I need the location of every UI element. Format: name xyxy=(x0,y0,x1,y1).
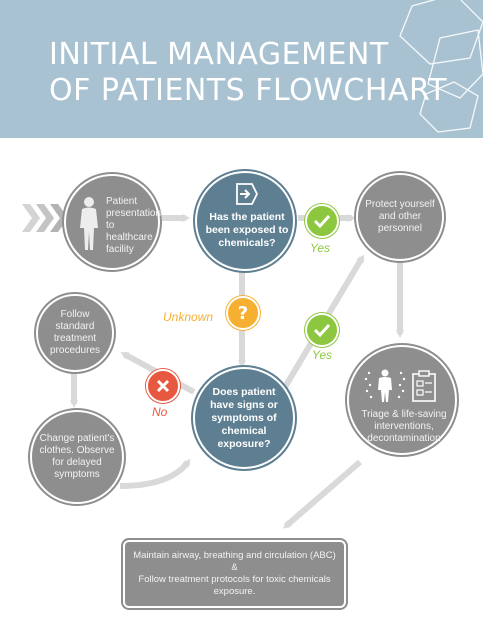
no-cross-badge xyxy=(146,369,180,403)
yes-label-2: Yes xyxy=(312,348,333,362)
dots-decoration-icon xyxy=(397,371,406,399)
arrow-triage-to-box xyxy=(282,459,362,529)
node-protect-personnel: Protect yourself and other personnel xyxy=(356,173,444,261)
final-line-3: Follow treatment protocols for toxic che… xyxy=(138,574,331,597)
checkmark-icon xyxy=(313,214,331,228)
final-line-1: Maintain airway, breathing and circulati… xyxy=(133,550,336,561)
node-signs-question: Does patient have signs or symptoms of c… xyxy=(193,367,295,469)
node-standard-text: Follow standard treatment procedures xyxy=(49,309,101,356)
person-silhouette-icon xyxy=(378,369,392,402)
entry-arrow-icon xyxy=(236,183,258,205)
person-silhouette-icon xyxy=(80,197,98,250)
final-line-2: & xyxy=(231,562,238,573)
node-triage: Triage & life-saving interventions, deco… xyxy=(347,345,457,455)
node-triage-text: Triage & life-saving interventions, deco… xyxy=(361,409,447,444)
question-mark-icon: ? xyxy=(237,302,249,324)
yes-check-badge xyxy=(305,204,339,238)
unknown-question-badge: ? xyxy=(226,296,260,330)
node-patient-presentation: Patient presentation to healthcare facil… xyxy=(64,174,162,270)
node-signs-text: Does patient have signs or symptoms of c… xyxy=(210,385,278,450)
header-banner: INITIAL MANAGEMENT OF PATIENTS FLOWCHART xyxy=(0,0,483,138)
checkmark-icon xyxy=(313,323,331,337)
dots-decoration-icon xyxy=(364,371,373,399)
node-change-text: Change patient's clothes. Observe for de… xyxy=(39,433,115,480)
node-protect-text: Protect yourself and other personnel xyxy=(365,199,435,234)
arrow-change-to-signs xyxy=(119,458,191,489)
triage-clipboard-icon xyxy=(412,370,436,402)
node-change-clothes: Change patient's clothes. Observe for de… xyxy=(30,410,124,504)
node-presentation-text: Patient presentation to healthcare facil… xyxy=(106,196,162,255)
unknown-label: Unknown xyxy=(163,310,214,324)
yes-label-1: Yes xyxy=(310,241,331,255)
no-label: No xyxy=(152,405,168,419)
final-instructions-box: Maintain airway, breathing and circulati… xyxy=(123,540,346,608)
node-standard-treatment: Follow standard treatment procedures xyxy=(36,294,114,372)
page-title: INITIAL MANAGEMENT OF PATIENTS FLOWCHART xyxy=(49,37,447,108)
x-mark-icon xyxy=(156,379,170,393)
yes-check-badge-2 xyxy=(305,313,339,347)
geometric-decoration-icon xyxy=(399,0,483,133)
node-exposed-question: Has the patient been exposed to chemical… xyxy=(195,171,295,271)
node-exposed-text: Has the patient been exposed to chemical… xyxy=(205,211,289,249)
